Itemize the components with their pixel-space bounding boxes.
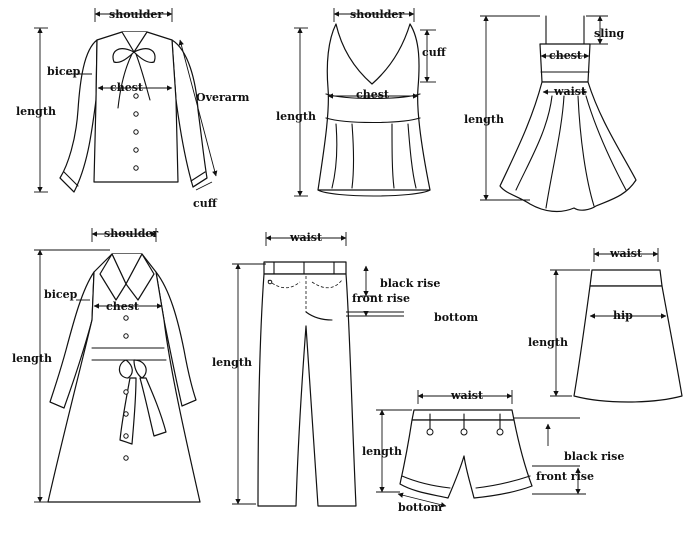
- pants-figure: [257, 261, 357, 507]
- coat-bicep-label: bicep: [44, 288, 78, 301]
- dress-dimensions: [480, 15, 608, 201]
- shirt-overarm-label: Overarm: [196, 91, 250, 104]
- vest-cuff-label: cuff: [422, 46, 447, 59]
- shorts-black-rise-label: black rise: [564, 450, 624, 463]
- skirt-hip-label: hip: [613, 309, 633, 322]
- shorts-length-label: length: [362, 445, 402, 458]
- coat-shoulder-label: shoulder: [104, 227, 158, 240]
- shorts-dimensions: [376, 390, 586, 508]
- vest-length-label: length: [276, 110, 316, 123]
- coat-dimensions: [34, 228, 163, 503]
- pants-front-rise-label: front rise: [352, 292, 410, 305]
- shirt-figure: [59, 31, 208, 193]
- shirt-chest-label: chest: [110, 81, 144, 94]
- shirt-length-label: length: [16, 105, 56, 118]
- skirt-figure: [573, 269, 683, 403]
- shorts-figure: [399, 409, 533, 499]
- dress-chest-label: chest: [549, 49, 583, 62]
- pants-bottom-label: bottom: [434, 311, 479, 324]
- skirt-waist-label: waist: [609, 247, 643, 260]
- dress-length-label: length: [464, 113, 504, 126]
- vest-chest-label: chest: [356, 88, 390, 101]
- pants-waist-label: waist: [289, 231, 323, 244]
- skirt-length-label: length: [528, 336, 568, 349]
- shorts-bottom-label: bottom: [398, 501, 443, 514]
- shirt-dimensions: [34, 8, 218, 193]
- pants-black-rise-label: black rise: [380, 277, 440, 290]
- pants-dimensions: [232, 232, 404, 505]
- coat-chest-label: chest: [106, 300, 140, 313]
- vest-shoulder-label: shoulder: [350, 8, 404, 21]
- shirt-bicep-label: bicep: [47, 65, 81, 78]
- vest-dimensions: [294, 8, 436, 197]
- shirt-cuff-label: cuff: [193, 197, 218, 210]
- skirt-dimensions: [550, 248, 667, 397]
- dress-waist-label: waist: [553, 85, 587, 98]
- shorts-front-rise-label: front rise: [536, 470, 594, 483]
- shorts-waist-label: waist: [450, 389, 484, 402]
- shirt-shoulder-label: shoulder: [109, 8, 163, 21]
- pants-length-label: length: [212, 356, 252, 369]
- vest-figure: [317, 23, 431, 197]
- coat-figure: [47, 253, 201, 503]
- dress-sling-label: sling: [594, 27, 625, 40]
- coat-length-label: length: [12, 352, 52, 365]
- dress-figure: [499, 15, 637, 213]
